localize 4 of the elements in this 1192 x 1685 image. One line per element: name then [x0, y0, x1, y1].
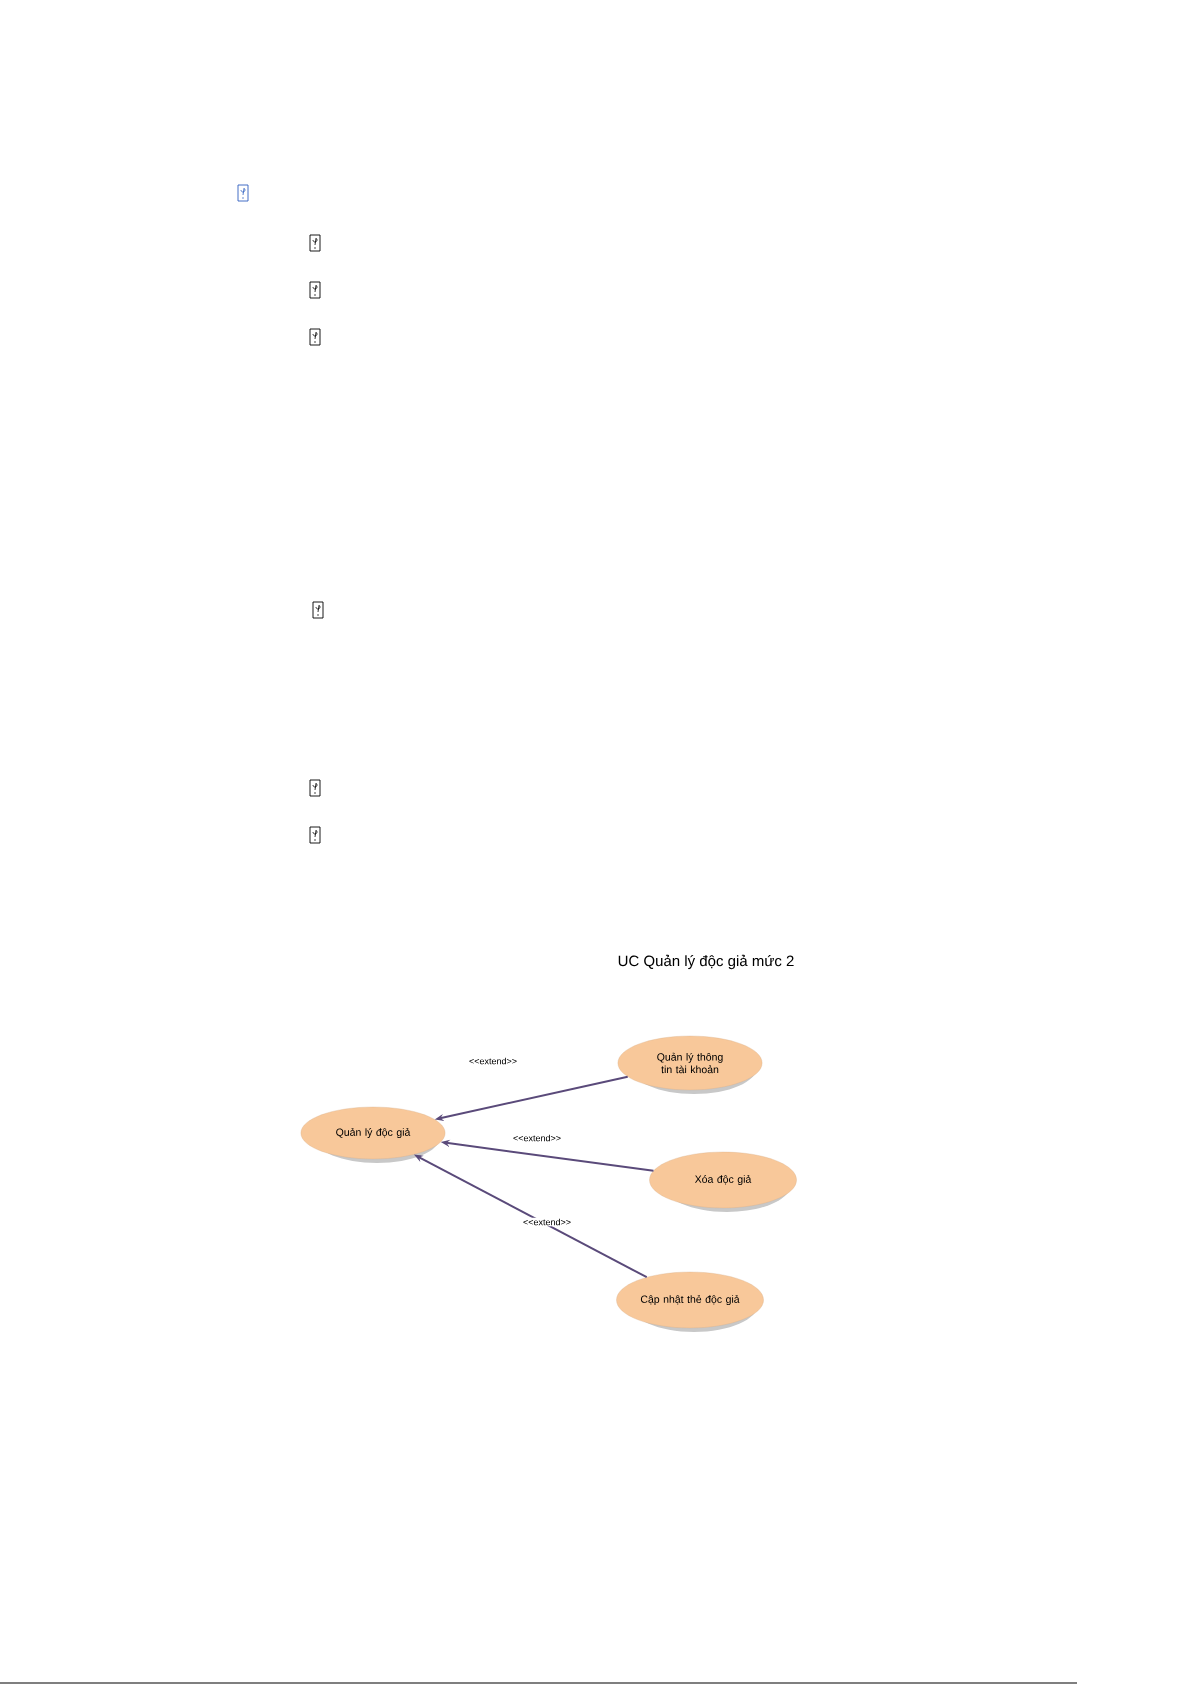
edge-label: <<extend>>: [513, 1134, 561, 1142]
diagram-title: UC Quản lý độc giả mức 2: [618, 954, 794, 970]
edge-label: <<extend>>: [469, 1057, 517, 1065]
edge-label: <<extend>>: [523, 1218, 571, 1226]
